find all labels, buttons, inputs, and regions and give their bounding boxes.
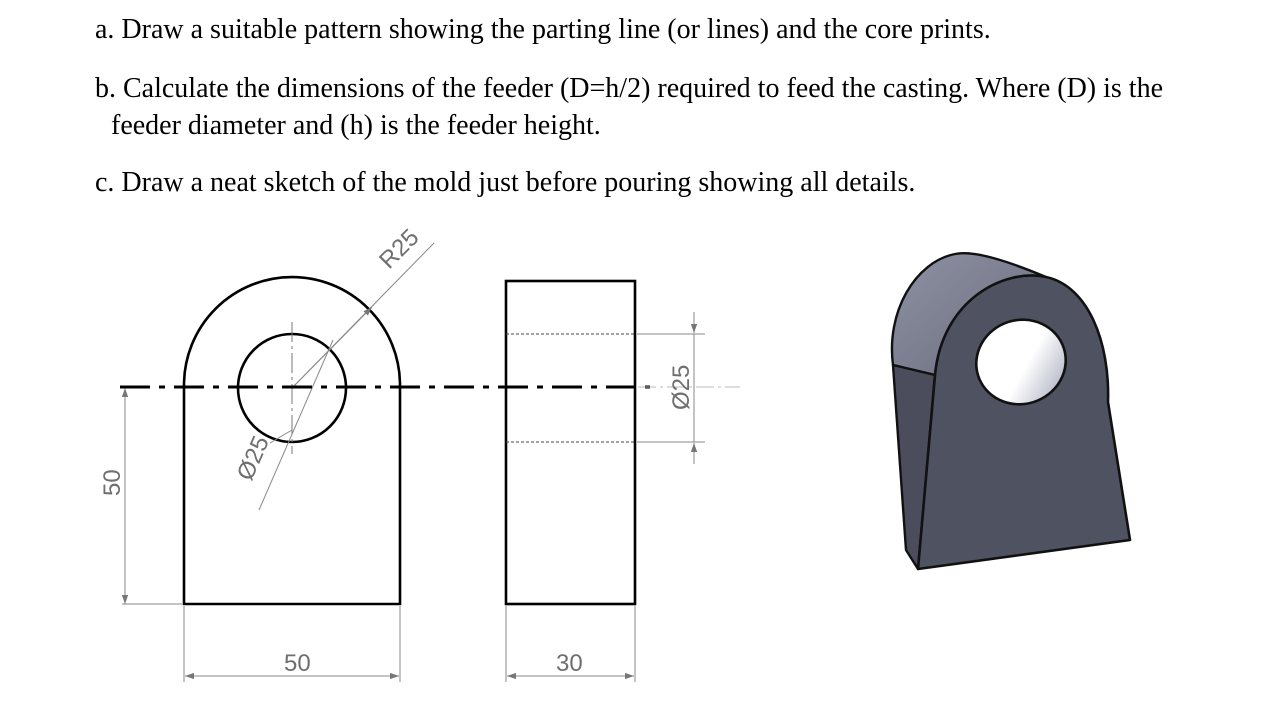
question-a: a. Draw a suitable pattern showing the p… (95, 14, 991, 45)
side-view: Ø25 30 (504, 279, 705, 682)
width-label: 50 (284, 650, 311, 677)
thickness-label: 30 (556, 650, 583, 677)
diameter-label-side: Ø25 (668, 365, 695, 410)
diameter-leader-short (269, 429, 293, 444)
isometric-hole (974, 318, 1068, 406)
radius-label: R25 (374, 224, 424, 274)
question-c: c. Draw a neat sketch of the mold just b… (95, 167, 916, 198)
front-view-outline (182, 275, 402, 606)
radius-arrow (291, 306, 373, 389)
height-label: 50 (99, 469, 126, 496)
diameter-leader (258, 339, 334, 511)
side-view-outline (504, 279, 637, 606)
question-b-line2: feeder diameter and (h) is the feeder he… (111, 110, 601, 141)
front-view: R25 Ø25 50 50 (99, 224, 435, 682)
isometric-front-face (916, 274, 1132, 571)
question-b-line1: b. Calculate the dimensions of the feede… (95, 73, 1164, 104)
isometric-view (890, 252, 1132, 571)
diameter-label-front: Ø25 (232, 432, 275, 484)
